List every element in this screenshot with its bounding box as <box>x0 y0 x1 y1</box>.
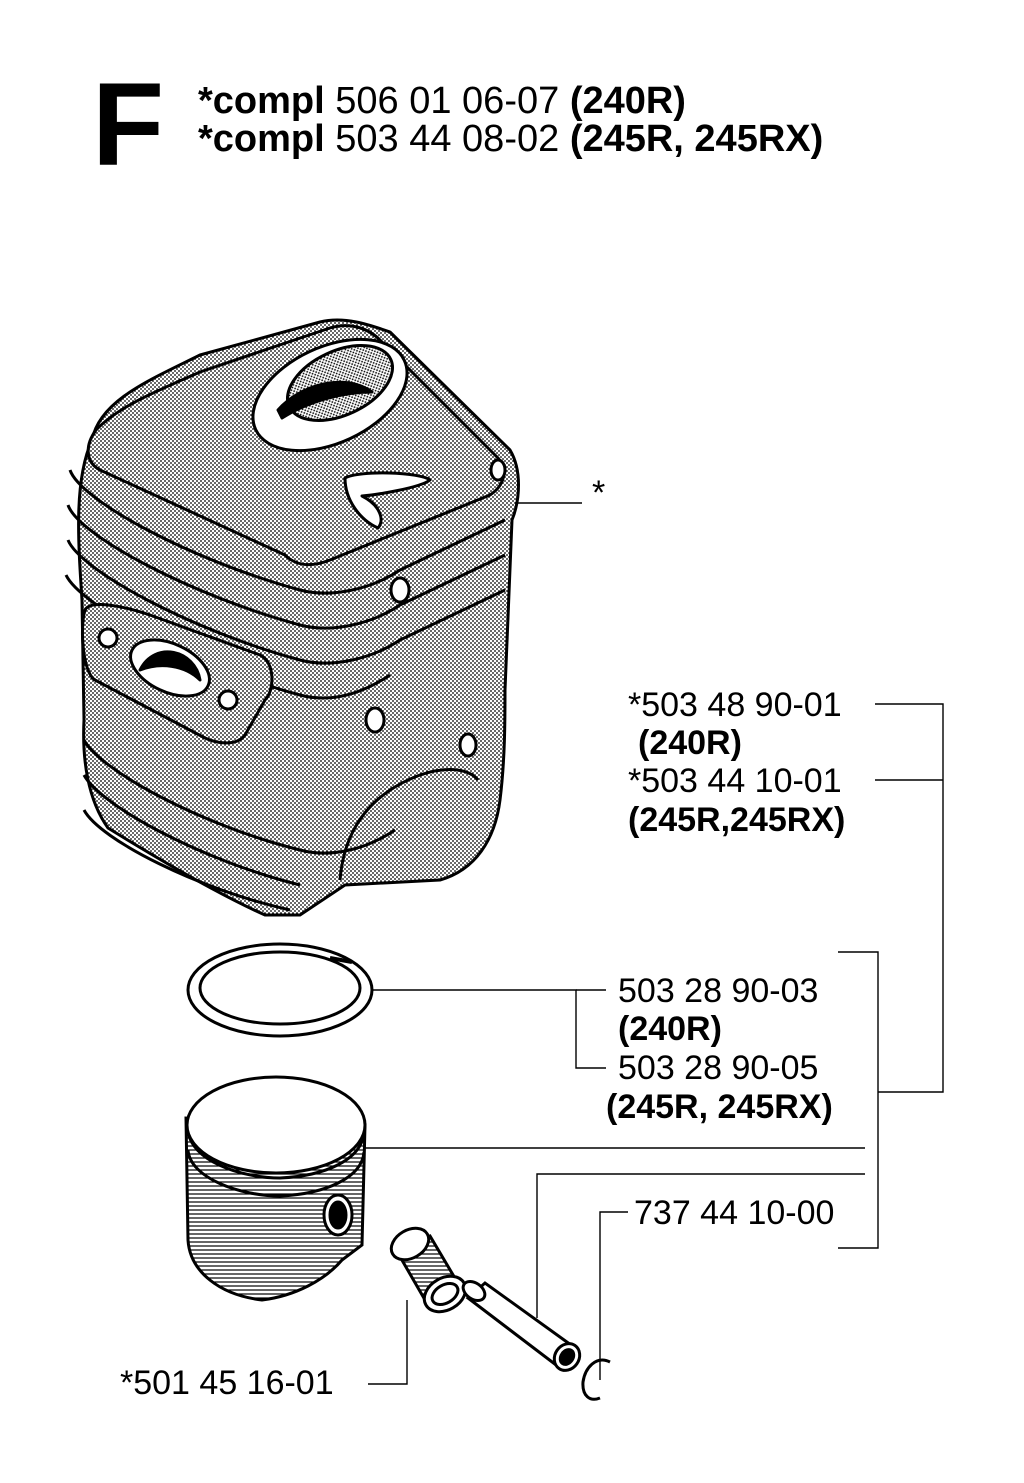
callout-cylinder: * <box>592 474 606 512</box>
circlip-icon <box>581 1358 611 1401</box>
header-models: (240R) <box>569 80 686 122</box>
piston-pin-icon <box>461 1279 582 1372</box>
piston-icon <box>184 1075 367 1302</box>
header-line-245r: *compl 503 44 08-02 (245R, 245RX) <box>198 120 823 158</box>
callout-kit-240r-models: (240R) <box>638 724 742 762</box>
header-prefix: *compl <box>198 80 325 122</box>
header-part-number: 503 44 08-02 <box>335 118 560 160</box>
header-models: (245R, 245RX) <box>569 118 824 160</box>
piston-ring-icon <box>186 942 374 1038</box>
header-line-240r: *compl 506 01 06-07 (240R) <box>198 82 686 120</box>
callout-ring-240r-part: 503 28 90-03 <box>618 972 819 1010</box>
header-prefix: *compl <box>198 118 325 160</box>
header-part-number: 506 01 06-07 <box>335 80 560 122</box>
callout-ring-240r-models: (240R) <box>618 1010 722 1048</box>
callout-kit-240r-part: *503 48 90-01 <box>628 686 842 724</box>
needle-bearing-icon <box>389 1226 468 1314</box>
callout-circlip-part: 737 44 10-00 <box>634 1194 835 1232</box>
callout-kit-245r-part: *503 44 10-01 <box>628 762 842 800</box>
callout-ring-245r-models: (245R, 245RX) <box>606 1088 833 1126</box>
callout-kit-245r-models: (245R,245RX) <box>628 801 846 839</box>
callout-ring-245r-part: 503 28 90-05 <box>618 1049 819 1087</box>
callout-needle-bearing-part: *501 45 16-01 <box>120 1364 334 1402</box>
leader-lines <box>365 502 944 1385</box>
section-letter: F <box>92 59 165 191</box>
cylinder-illustration-icon <box>64 318 520 917</box>
